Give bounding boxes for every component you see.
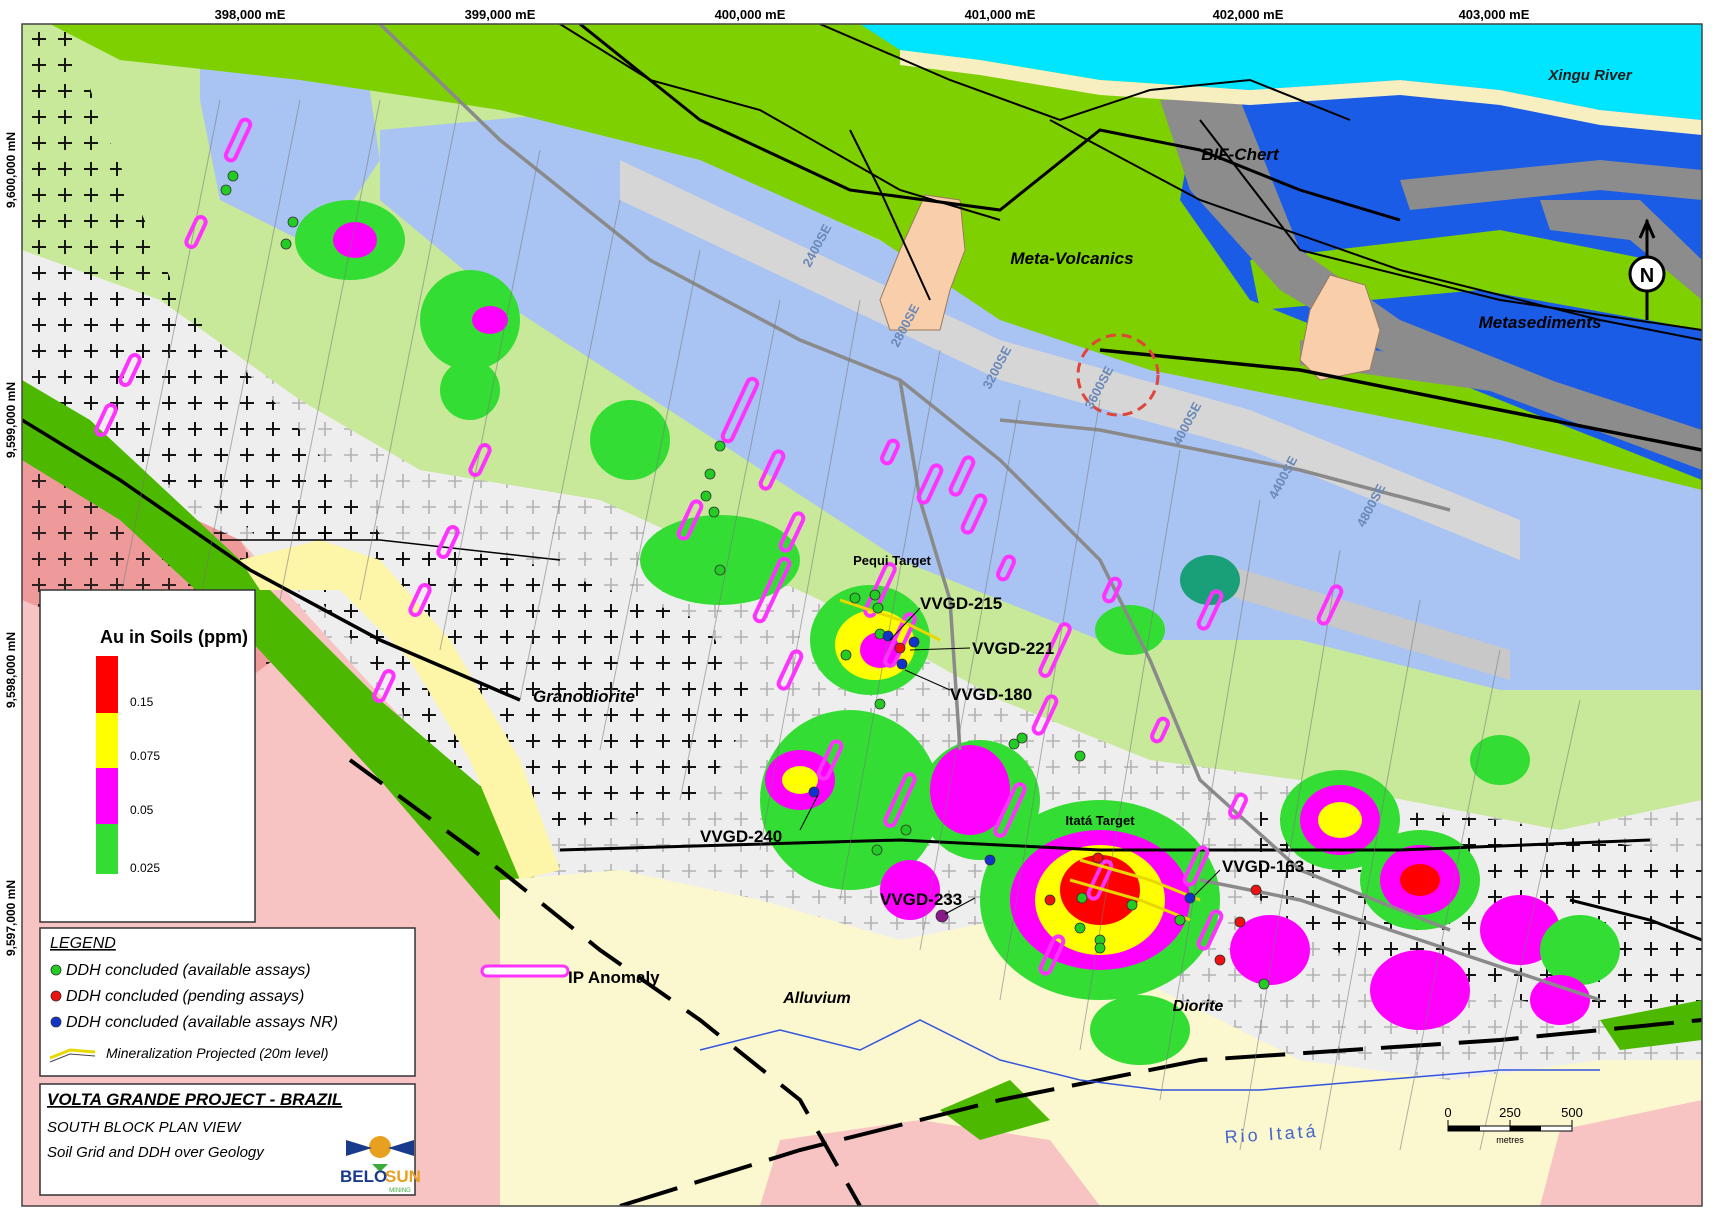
section-marker-circle: [1076, 333, 1160, 417]
scale-tick-0: 0: [1444, 1105, 1451, 1120]
svg-text:VVGD-163: VVGD-163: [1222, 857, 1304, 876]
svg-text:VVGD-215: VVGD-215: [920, 594, 1002, 613]
roads: [378, 24, 1601, 1002]
intrusive-body-2: [1299, 274, 1381, 381]
au-class-label-0: 0.15: [130, 695, 154, 709]
ip-anomaly-legend: IP Anomaly: [480, 964, 660, 987]
rio-itata-stream: [699, 1019, 1600, 1091]
scale-bar: 0 250 500 metres: [1444, 1105, 1582, 1145]
grey-band-south: [1210, 560, 1510, 680]
legend-item-pending: DDH concluded (pending assays): [66, 988, 304, 1005]
scale-unit: metres: [1496, 1135, 1524, 1145]
granodiorite-label: Granodiorite: [533, 687, 635, 706]
svg-text:402,000 mE: 402,000 mE: [1213, 7, 1284, 22]
title-line-1: SOUTH BLOCK PLAN VIEW: [47, 1119, 242, 1136]
scale-tick-1: 250: [1499, 1105, 1521, 1120]
project-title: VOLTA GRANDE PROJECT - BRAZIL: [47, 1090, 342, 1109]
svg-text:9,600,000 mN: 9,600,000 mN: [4, 132, 18, 208]
map-frame: [21, 23, 1703, 1207]
itata-target-label: Itatá Target: [1065, 813, 1135, 828]
au-class-magenta: [96, 768, 118, 824]
au-class-red: [96, 656, 118, 713]
title-line-2: Soil Grid and DDH over Geology: [47, 1144, 265, 1161]
xingu-river-label: Xingu River: [1547, 67, 1633, 84]
intrusive-body: [879, 194, 966, 331]
diorite-label: Diorite: [1173, 998, 1224, 1015]
bif-chert-label: BIF-Chert: [1201, 145, 1280, 164]
metasediments-label: Metasediments: [1479, 313, 1602, 332]
svg-text:9,599,000 mN: 9,599,000 mN: [4, 382, 18, 458]
svg-text:399,000 mE: 399,000 mE: [465, 7, 536, 22]
bif-chert-band-4: [1300, 340, 1702, 450]
meta-volcanics-band-in-blue: [1250, 230, 1702, 330]
grey-band: [620, 160, 1520, 560]
main-legend: LEGEND DDH concluded (available assays) …: [39, 927, 416, 1077]
xingu-river: [860, 24, 1702, 120]
mineralization-projected: [839, 598, 1201, 922]
svg-text:398,000 mE: 398,000 mE: [215, 7, 286, 22]
svg-text:9,598,000 mN: 9,598,000 mN: [4, 632, 18, 708]
pequi-target-label: Pequi Target: [853, 553, 931, 568]
au-soils-legend-title: Au in Soils (ppm): [100, 627, 248, 647]
legend-item-available: DDH concluded (available assays): [66, 962, 311, 979]
au-class-label-2: 0.05: [130, 803, 154, 817]
hole-label-leaders: [799, 607, 1221, 915]
logo-sun: SUN: [385, 1167, 421, 1186]
logo-mining: MINING: [389, 1188, 411, 1194]
ip-anomaly-label: IP Anomaly: [568, 968, 660, 987]
yellow-dyke: [240, 540, 560, 880]
bif-chert-band-3: [1540, 200, 1702, 300]
pink-unit-southeast: [1540, 1100, 1702, 1206]
au-soils-legend: Au in Soils (ppm) 0.15 0.075 0.05 0.025: [39, 589, 256, 923]
alluvium-label: Alluvium: [782, 990, 851, 1007]
legend-title: LEGEND: [50, 935, 116, 952]
svg-text:401,000 mE: 401,000 mE: [965, 7, 1036, 22]
svg-text:9,597,000 mN: 9,597,000 mN: [4, 880, 18, 956]
north-arrow-label: N: [1640, 265, 1654, 287]
au-class-green: [96, 824, 118, 874]
logo-belo: BELO: [340, 1167, 387, 1186]
belo-sun-logo: BELO SUN MINING: [340, 1136, 421, 1194]
pink-unit-south: [760, 1120, 1100, 1206]
north-arrow: [1628, 218, 1666, 320]
svg-text:403,000 mE: 403,000 mE: [1459, 7, 1530, 22]
au-class-label-1: 0.075: [130, 749, 160, 763]
svg-text:VVGD-233: VVGD-233: [880, 890, 962, 909]
title-block: VOLTA GRANDE PROJECT - BRAZIL SOUTH BLOC…: [39, 1083, 421, 1196]
meta-volcanics-label: Meta-Volcanics: [1010, 249, 1133, 268]
svg-text:400,000 mE: 400,000 mE: [715, 7, 786, 22]
legend-item-mineralization: Mineralization Projected (20m level): [106, 1045, 329, 1061]
light-blue-unit: [380, 110, 1702, 690]
legend-item-nr: DDH concluded (available assays NR): [66, 1014, 338, 1031]
bif-chert-band-2: [1400, 160, 1702, 210]
river-bank: [900, 50, 1702, 135]
svg-text:VVGD-240: VVGD-240: [700, 827, 782, 846]
hole-labels: VVGD-215 VVGD-221 VVGD-180 VVGD-240 VVGD…: [700, 594, 1304, 909]
ip-anomalies: [94, 117, 1344, 976]
svg-text:VVGD-221: VVGD-221: [972, 639, 1054, 658]
svg-text:VVGD-180: VVGD-180: [950, 685, 1032, 704]
easting-labels: 398,000 mE 399,000 mE 400,000 mE 401,000…: [215, 7, 1530, 22]
drill-holes: [220, 170, 1270, 990]
green-band-southwest: [22, 380, 540, 920]
northing-labels: 9,600,000 mN 9,599,000 mN 9,598,000 mN 9…: [4, 132, 18, 956]
granodiorite-black-cross-2: [260, 520, 760, 830]
scale-tick-2: 500: [1561, 1105, 1583, 1120]
faults: [22, 24, 1702, 1206]
au-class-yellow: [96, 713, 118, 768]
au-class-label-3: 0.025: [130, 861, 160, 875]
